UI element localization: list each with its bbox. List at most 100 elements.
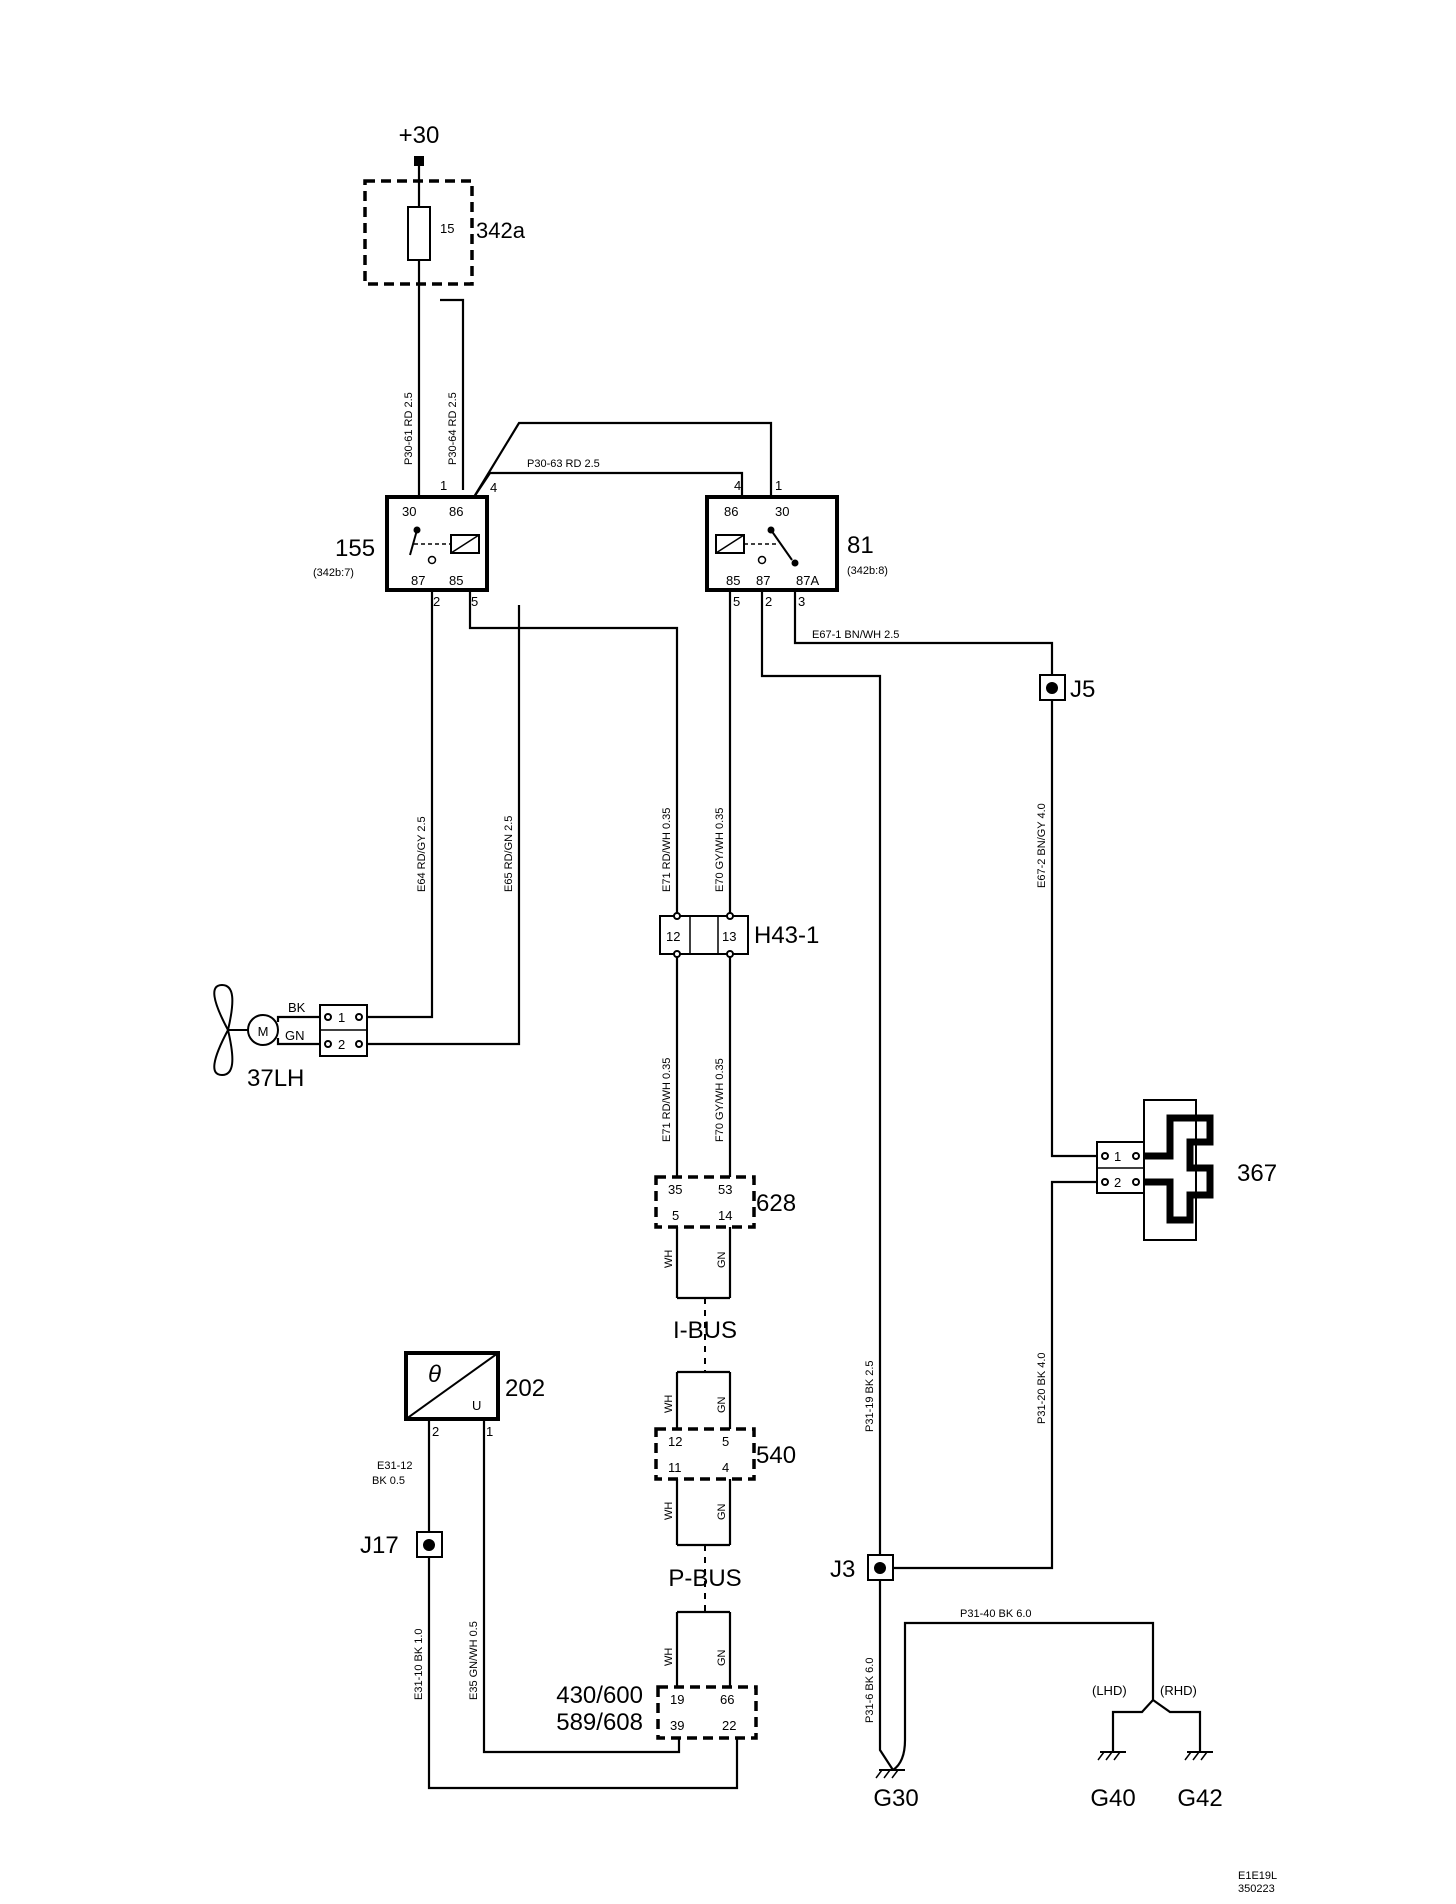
module-430-id-line2: 589/608: [556, 1709, 643, 1736]
label-p31-20: P31-20 BK 4.0: [1036, 1352, 1048, 1424]
ground-g40: G40: [1090, 1751, 1136, 1812]
module-430-id-line1: 430/600: [556, 1682, 643, 1709]
label-e71-bot: E71 RD/WH 0.35: [661, 1058, 673, 1142]
motor-icon: [247, 1014, 279, 1046]
wire-e67-2: [1050, 700, 1097, 1158]
ibus-label: I-BUS: [673, 1317, 737, 1344]
svg-text:53: 53: [718, 1182, 732, 1197]
wire-e31-10: [427, 1555, 739, 1790]
label-e67-1: E67-1 BN/WH 2.5: [812, 629, 899, 641]
svg-text:5: 5: [471, 594, 478, 609]
label-p31-19: P31-19 BK 2.5: [864, 1360, 876, 1432]
sensor-202: θ U 2 1 202: [404, 1351, 545, 1439]
module-540-id: 540: [756, 1442, 796, 1469]
svg-text:4: 4: [734, 478, 741, 493]
svg-text:GN: GN: [716, 1649, 728, 1666]
svg-text:GN: GN: [716, 1503, 728, 1520]
label-e35: E35 GN/WH 0.5: [468, 1621, 480, 1700]
wire-e71-top: [468, 590, 679, 953]
svg-text:12: 12: [668, 1434, 682, 1449]
svg-text:12: 12: [666, 929, 680, 944]
label-e65: E65 RD/GN 2.5: [503, 816, 515, 892]
svg-text:J17: J17: [360, 1532, 399, 1559]
svg-text:87: 87: [411, 573, 425, 588]
svg-text:U: U: [472, 1398, 481, 1413]
relay-81-id: 81: [847, 532, 874, 559]
svg-text:WH: WH: [663, 1250, 675, 1268]
svg-text:J3: J3: [830, 1556, 855, 1583]
svg-text:85: 85: [449, 573, 463, 588]
label-p31-6: P31-6 BK 6.0: [864, 1658, 876, 1723]
junction-j3: J3: [830, 1554, 894, 1583]
wire-p30-63: [471, 471, 744, 501]
svg-text:WH: WH: [663, 1502, 675, 1520]
module-540-outline: [654, 1427, 756, 1481]
svg-text:WH: WH: [663, 1395, 675, 1413]
relay-81-ref: (342b:8): [847, 565, 888, 577]
module-628-id: 628: [756, 1190, 796, 1217]
wire-e64: [367, 590, 434, 1019]
module-430-outline: [656, 1685, 758, 1740]
bus-labels: I-BUS P-BUS WH GN WH GN WH GN WH GN: [663, 1250, 742, 1666]
svg-text:86: 86: [449, 504, 463, 519]
relay-155: 30 86 87 85 1 4 2 5 155 (342b:7): [313, 478, 497, 609]
relay-81: 86 30 85 87 87A 4 1 5 2 3 81 (342b:8): [705, 478, 888, 609]
label-p30-61: P30-61 RD 2.5: [403, 392, 415, 465]
svg-text:87A: 87A: [796, 573, 819, 588]
grounds: G30 G40 G42 (LHD) (RHD): [873, 1683, 1222, 1812]
h43-body: [659, 915, 749, 955]
svg-text:22: 22: [722, 1718, 736, 1733]
fan-motor-37lh: M BK GN 1 2 37LH: [213, 983, 368, 1092]
label-e31-10: E31-10 BK 1.0: [413, 1628, 425, 1700]
wire-p31-40: [892, 1621, 1155, 1771]
label-e64: E64 RD/GY 2.5: [416, 816, 428, 892]
svg-text:3: 3: [798, 594, 805, 609]
module-430-600: 19 66 39 22 430/600 589/608: [556, 1682, 758, 1740]
svg-text:4: 4: [490, 480, 497, 495]
svg-text:1: 1: [775, 478, 782, 493]
ground-g40-label: G40: [1090, 1785, 1135, 1812]
fuse-box-342a: 15 342a: [363, 179, 526, 286]
junction-j17: J17: [360, 1531, 443, 1559]
svg-text:19: 19: [670, 1692, 684, 1707]
wire-e35: [482, 1420, 681, 1754]
rhd-label: (RHD): [1160, 1683, 1197, 1698]
heater-element-icon: [1144, 1114, 1214, 1224]
sensor-202-id: 202: [505, 1375, 545, 1402]
ground-g30-label: G30: [873, 1785, 918, 1812]
label-e31-12-b: BK 0.5: [372, 1475, 405, 1487]
svg-text:E1E19L: E1E19L: [1238, 1870, 1277, 1882]
supply-label: +30: [399, 122, 440, 149]
module-628: 35 53 5 14 628: [654, 1175, 796, 1229]
svg-text:1: 1: [440, 478, 447, 493]
svg-text:35: 35: [668, 1182, 682, 1197]
label-e31-12-a: E31-12: [377, 1460, 412, 1472]
svg-text:BK: BK: [288, 1000, 306, 1015]
svg-text:13: 13: [722, 929, 736, 944]
heater-367: 1 2 367: [1096, 1099, 1277, 1241]
wire-e65: [367, 605, 521, 1046]
module-628-outline: [654, 1175, 756, 1229]
svg-text:30: 30: [775, 504, 789, 519]
wire-p31-19: [760, 590, 882, 1555]
svg-text:2: 2: [338, 1037, 345, 1052]
supply-terminal: [414, 156, 424, 166]
fuse-number: 15: [440, 221, 454, 236]
junction-j5: J5: [1039, 674, 1095, 703]
svg-text:5: 5: [733, 594, 740, 609]
junctions: J5 J3 J17: [360, 674, 1095, 1583]
svg-text:2: 2: [1114, 1175, 1121, 1190]
relay-155-ref: (342b:7): [313, 567, 354, 579]
wires: [367, 160, 1202, 1790]
wire-p30-64: [440, 298, 465, 490]
fuse-15: [407, 206, 431, 261]
pbus-label: P-BUS: [668, 1565, 741, 1592]
svg-text:5: 5: [672, 1208, 679, 1223]
wire-feed-81: [473, 421, 773, 498]
module-540: 12 5 11 4 540: [654, 1427, 796, 1481]
svg-text:1: 1: [486, 1424, 493, 1439]
svg-text:30: 30: [402, 504, 416, 519]
wire-e67-1: [793, 590, 1054, 675]
svg-text:4: 4: [722, 1460, 729, 1475]
